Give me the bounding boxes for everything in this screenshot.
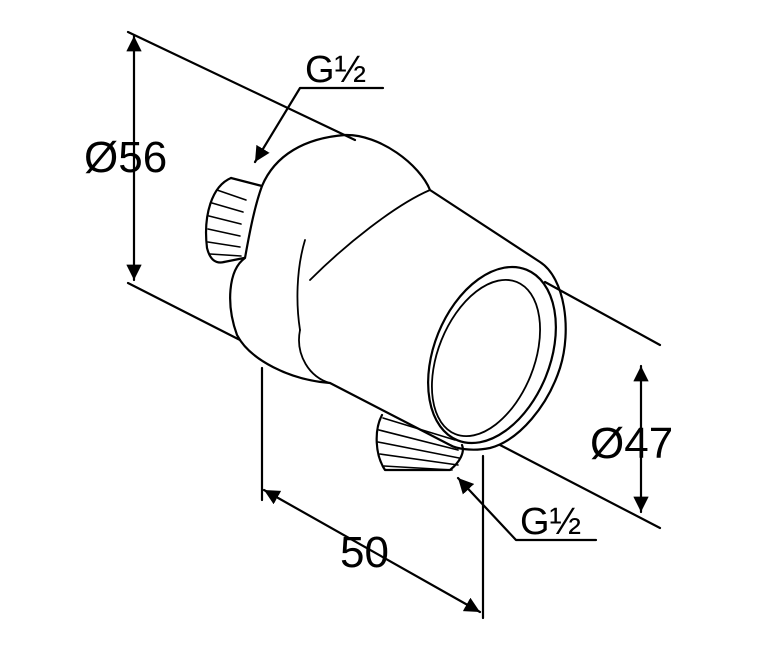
extension-line-56-bottom <box>126 281 242 342</box>
leader-thread-top <box>253 86 385 164</box>
outlet-face <box>427 265 557 445</box>
label-length-50: 50 <box>340 528 389 577</box>
label-diameter-47: Ø47 <box>590 419 673 468</box>
label-thread-top: G½ <box>305 49 366 91</box>
label-diameter-56: Ø56 <box>84 133 167 182</box>
thread-stub-top <box>205 176 233 264</box>
extension-line-47-top <box>543 280 662 347</box>
dimension-line-50 <box>262 488 482 614</box>
extension-line-56-top <box>126 30 357 142</box>
body-outline <box>229 133 567 451</box>
thread-stub-bottom <box>375 413 464 472</box>
extension-line-47-bottom <box>498 443 662 530</box>
label-thread-bottom: G½ <box>520 501 581 543</box>
